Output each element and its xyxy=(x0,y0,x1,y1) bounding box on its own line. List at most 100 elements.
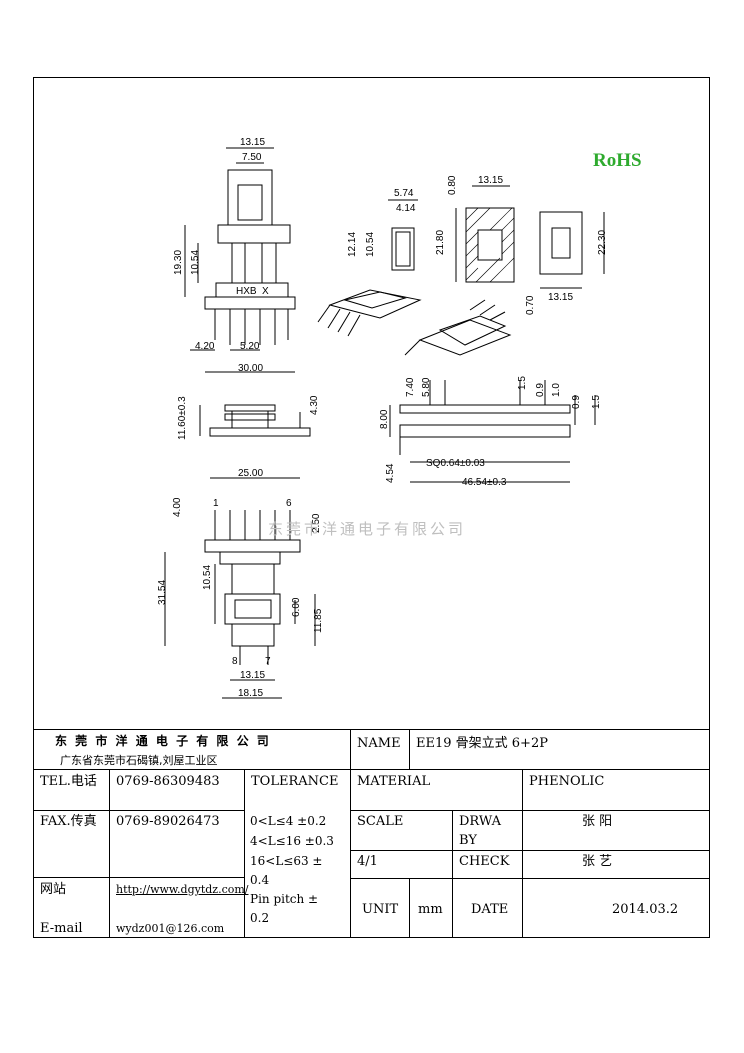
side-view xyxy=(199,404,311,437)
rule xyxy=(452,810,453,938)
dim-label: 2.50 xyxy=(311,513,322,533)
dim-label: 8 xyxy=(232,656,238,667)
rule xyxy=(409,729,410,769)
dim-label: 31.54 xyxy=(157,580,168,605)
dim-label: 1.5 xyxy=(517,376,528,390)
rule xyxy=(109,769,110,938)
dim-label: 1.0 xyxy=(551,383,562,397)
material-value: PHENOLIC xyxy=(529,774,605,789)
dim-label: 0.70 xyxy=(525,295,536,315)
bobbin-drawing: 13.15 7.50 19.30 10.54 HXB X 4.20 5.20 3… xyxy=(157,137,608,699)
unit-value: mm xyxy=(418,902,443,917)
website-link[interactable]: http://www.dgytdz.com/ xyxy=(116,883,249,896)
rule xyxy=(350,729,351,938)
website-label: 网站 xyxy=(40,882,67,897)
dimension-labels: 13.15 7.50 19.30 10.54 HXB X 4.20 5.20 3… xyxy=(157,137,608,699)
scale-label: SCALE xyxy=(357,814,404,829)
dim-label: 46.54±0.3 xyxy=(462,477,507,488)
dim-label: 0.9 xyxy=(571,395,582,409)
iso-views xyxy=(317,289,512,356)
dim-label: 10.54 xyxy=(190,250,201,275)
dim-label: 25.00 xyxy=(238,468,263,479)
core-hatch xyxy=(465,207,515,283)
check-label: CHECK xyxy=(459,854,510,869)
tolerance-row-3: 16<L≤63 ± xyxy=(250,854,323,868)
dim-label: 10.54 xyxy=(365,232,376,257)
company-name: 东 莞 市 洋 通 电 子 有 限 公 司 xyxy=(55,734,271,748)
dim-label: HXB xyxy=(236,286,257,297)
fax-value: 0769-89026473 xyxy=(116,814,220,829)
pin-side-view xyxy=(389,380,596,483)
rule xyxy=(33,729,710,730)
dim-label: 5.20 xyxy=(240,341,260,352)
dim-label: 22.30 xyxy=(597,230,608,255)
drawn-by-label-1: DRWA xyxy=(459,814,502,829)
date-label: DATE xyxy=(471,902,509,917)
tolerance-label: TOLERANCE xyxy=(251,774,339,789)
dim-label: SQ0.64±0.03 xyxy=(426,458,485,469)
dim-label: 1.5 xyxy=(591,395,602,409)
dim-label: 1 xyxy=(213,498,219,509)
dim-label: 30.00 xyxy=(238,363,263,374)
fax-label: FAX.传真 xyxy=(40,814,97,829)
rule xyxy=(33,877,244,878)
dim-label: 4.20 xyxy=(195,341,215,352)
rule xyxy=(33,810,244,811)
rule xyxy=(522,769,523,810)
tolerance-row-1: 0<L≤4 ±0.2 xyxy=(250,814,327,828)
dim-label: 6 xyxy=(286,498,292,509)
dim-label: 4.00 xyxy=(172,497,183,517)
tel-value: 0769-86309483 xyxy=(116,774,220,789)
name-label: NAME xyxy=(357,736,401,751)
tel-label: TEL.电话 xyxy=(40,774,97,789)
email-value: wydz001@126.com xyxy=(116,922,225,935)
tolerance-row-3b: 0.4 xyxy=(250,873,270,887)
rule xyxy=(409,878,410,938)
dim-label: 7 xyxy=(265,656,271,667)
dim-label: 13.15 xyxy=(548,292,573,303)
tolerance-row-2: 4<L≤16 ±0.3 xyxy=(250,834,334,848)
date-value: 2014.03.2 xyxy=(612,902,679,917)
dim-label: 4.30 xyxy=(309,395,320,415)
dim-label: 0.9 xyxy=(535,383,546,397)
tolerance-row-4: Pin pitch ± xyxy=(250,892,319,906)
rule xyxy=(33,769,710,770)
dim-label: 7.50 xyxy=(242,152,262,163)
dim-label: 6.00 xyxy=(291,597,302,617)
bottom-view xyxy=(164,477,316,699)
drawing-frame xyxy=(33,77,710,938)
rule xyxy=(244,769,245,938)
drawn-by-value: 张 阳 xyxy=(582,814,613,829)
dim-label: 19.30 xyxy=(173,250,184,275)
dim-label: 12.14 xyxy=(347,232,358,257)
name-value: EE19 骨架立式 6+2P xyxy=(416,736,548,751)
dim-label: 13.15 xyxy=(240,670,265,681)
dim-label: 7.40 xyxy=(405,377,416,397)
rule xyxy=(350,850,710,851)
rule xyxy=(350,810,710,811)
email-label: E-mail xyxy=(40,921,83,936)
dim-label: 11.60±0.3 xyxy=(177,396,188,440)
check-value: 张 艺 xyxy=(582,854,613,869)
dim-label: 4.14 xyxy=(396,203,416,214)
core-sections xyxy=(388,185,605,289)
dim-label: X xyxy=(262,286,269,297)
unit-label: UNIT xyxy=(362,902,399,917)
dim-label: 10.54 xyxy=(202,565,213,590)
tolerance-row-4b: 0.2 xyxy=(250,911,270,925)
dim-label: 21.80 xyxy=(435,230,446,255)
dim-label: 11.85 xyxy=(313,608,324,633)
dim-label: 5.80 xyxy=(421,377,432,397)
dim-label: 0.80 xyxy=(447,175,458,195)
dim-label: 5.74 xyxy=(394,188,414,199)
dim-label: 13.15 xyxy=(240,137,265,148)
dim-label: 13.15 xyxy=(478,175,503,186)
rule xyxy=(350,878,710,879)
company-address: 广东省东莞市石碣镇,刘屋工业区 xyxy=(60,754,218,767)
dim-label: 18.15 xyxy=(238,688,263,699)
drawn-by-label-2: BY xyxy=(459,833,477,848)
material-label: MATERIAL xyxy=(357,774,431,789)
dim-label: 4.54 xyxy=(385,463,396,483)
dim-label: 8.00 xyxy=(379,409,390,429)
scale-value: 4/1 xyxy=(357,854,378,869)
